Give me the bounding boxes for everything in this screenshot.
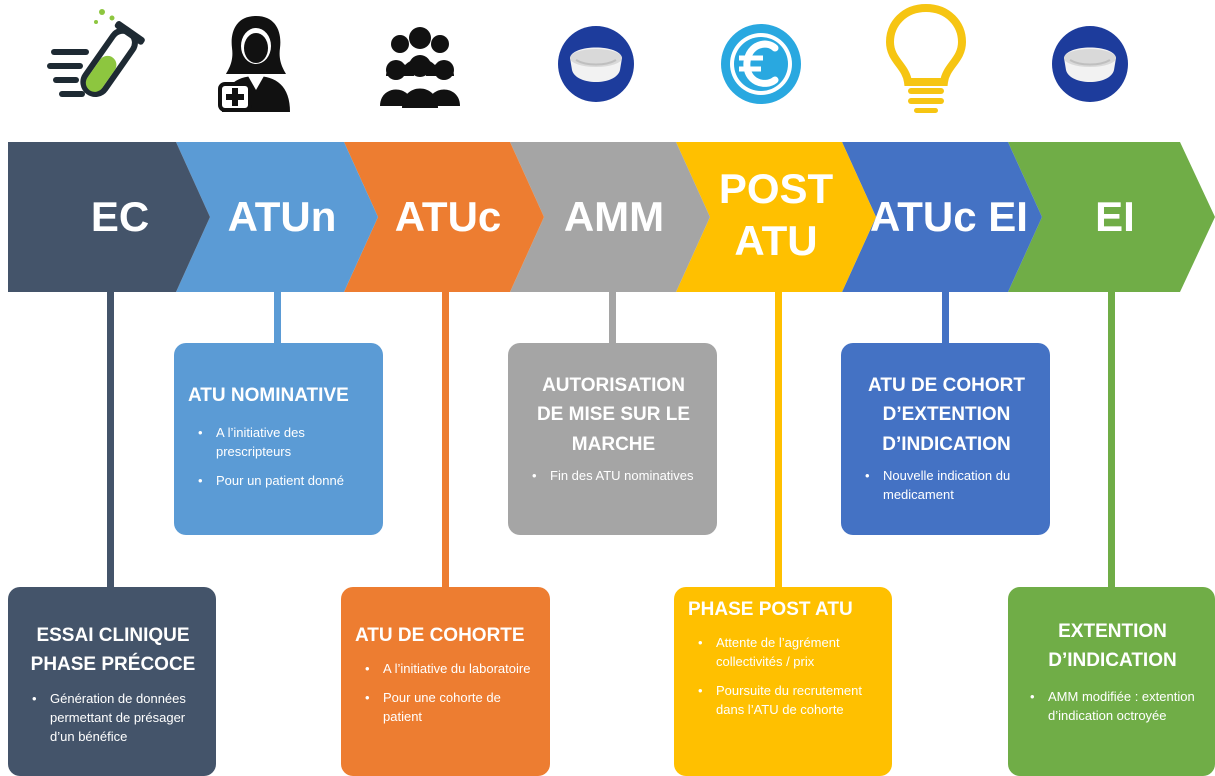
chevron-ec [8, 142, 210, 292]
card-title-line: EXTENTION [1058, 621, 1167, 642]
connector-post-atu [775, 292, 782, 590]
card-title: AUTORISATION DE MISE SUR LE MARCHE [522, 371, 705, 459]
euro-coin-icon [721, 24, 801, 104]
stage-label-atuc: ATUc [394, 193, 502, 240]
card-title: ESSAI CLINIQUE PHASE PRÉCOCE [20, 621, 206, 680]
card-title-line: ESSAI CLINIQUE [36, 625, 190, 646]
card-bullet: Pour une cohorte de patient [365, 689, 538, 727]
card-title-line: D’INDICATION [882, 433, 1011, 455]
card-bullets: Génération de données permettant de prés… [20, 690, 206, 747]
card-title: ATU DE COHORT D’EXTENTION D’INDICATION [855, 371, 1038, 459]
light-bulb-icon [885, 4, 967, 113]
card-bullet: Génération de données permettant de prés… [32, 690, 206, 747]
group-icon [380, 27, 460, 108]
card-title: ATU NOMINATIVE [188, 385, 349, 406]
card-phase-post-atu: PHASE POST ATU Attente de l’agrément col… [674, 587, 892, 776]
card-bullet: AMM modifiée : extention d’indication oc… [1030, 688, 1205, 726]
card-amm: AUTORISATION DE MISE SUR LE MARCHE Fin d… [508, 343, 717, 535]
card-bullet: Attente de l’agrément collectivités / pr… [698, 634, 882, 672]
connector-atuc-ei [942, 292, 949, 346]
connector-atuc [442, 292, 449, 590]
chevron-amm [510, 142, 710, 292]
card-title-line: MARCHE [571, 433, 656, 455]
connector-ec [107, 292, 114, 590]
card-atu-nominative: ATU NOMINATIVE A l’initiative des prescr… [174, 343, 383, 535]
card-bullets: A l’initiative du laboratoire Pour une c… [355, 660, 538, 727]
card-bullets: Fin des ATU nominatives [522, 467, 705, 486]
card-title: EXTENTION D’INDICATION [1020, 617, 1205, 676]
stage-label-atuc-ei: ATUc EI [870, 193, 1028, 240]
card-bullet: Poursuite du recrutement dans l’ATU de c… [698, 682, 882, 720]
card-bullets: AMM modifiée : extention d’indication oc… [1020, 688, 1205, 726]
card-title: PHASE POST ATU [688, 599, 853, 620]
test-tube-icon [47, 9, 145, 98]
card-title-line: DE MISE SUR LE [536, 404, 691, 426]
card-bullet: Pour un patient donné [198, 472, 371, 491]
card-title-line: ATU DE COHORT [868, 375, 1025, 396]
card-bullets: Nouvelle indication du medicament [855, 467, 1038, 505]
stage-label-post-atu-line1: POST [718, 165, 834, 212]
chevron-atun [176, 142, 378, 292]
nurse-icon [218, 16, 290, 112]
pill-bowl-icon [558, 26, 634, 102]
connector-amm [609, 292, 616, 346]
card-title-line: AUTORISATION [542, 375, 685, 396]
card-title-line: PHASE PRÉCOCE [30, 654, 196, 676]
card-bullets: A l’initiative des prescripteurs Pour un… [188, 424, 371, 491]
card-bullet: A l’initiative du laboratoire [365, 660, 538, 679]
stage-chevron-band [8, 142, 1215, 292]
card-bullets: Attente de l’agrément collectivités / pr… [688, 634, 882, 719]
pill-bowl-icon [1052, 26, 1128, 102]
stage-label-ei: EI [1095, 193, 1135, 240]
connector-atun [274, 292, 281, 346]
card-title-line: D’INDICATION [1048, 650, 1177, 672]
chevron-atuc-ei [842, 142, 1042, 292]
card-bullet: Fin des ATU nominatives [532, 467, 705, 486]
card-bullet: A l’initiative des prescripteurs [198, 424, 371, 462]
card-atuc-ei: ATU DE COHORT D’EXTENTION D’INDICATION N… [841, 343, 1050, 535]
card-bullet: Nouvelle indication du medicament [865, 467, 1038, 505]
stage-label-post-atu: POST ATU [706, 165, 846, 265]
chevron-post-atu [676, 142, 876, 292]
chevron-ei [1008, 142, 1215, 292]
stage-label-atun: ATUn [227, 193, 337, 240]
stage-label-ec: EC [90, 193, 150, 240]
connector-ei [1108, 292, 1115, 590]
stage-label-post-atu-line2: ATU [734, 217, 818, 265]
card-title-line: D’EXTENTION [882, 404, 1011, 426]
card-essai-clinique: ESSAI CLINIQUE PHASE PRÉCOCE Génération … [8, 587, 216, 776]
chevron-atuc [344, 142, 544, 292]
card-title: ATU DE COHORTE [355, 625, 525, 646]
card-extention-indication: EXTENTION D’INDICATION AMM modifiée : ex… [1008, 587, 1215, 776]
stage-label-amm: AMM [563, 193, 665, 240]
card-atu-de-cohorte: ATU DE COHORTE A l’initiative du laborat… [341, 587, 550, 776]
